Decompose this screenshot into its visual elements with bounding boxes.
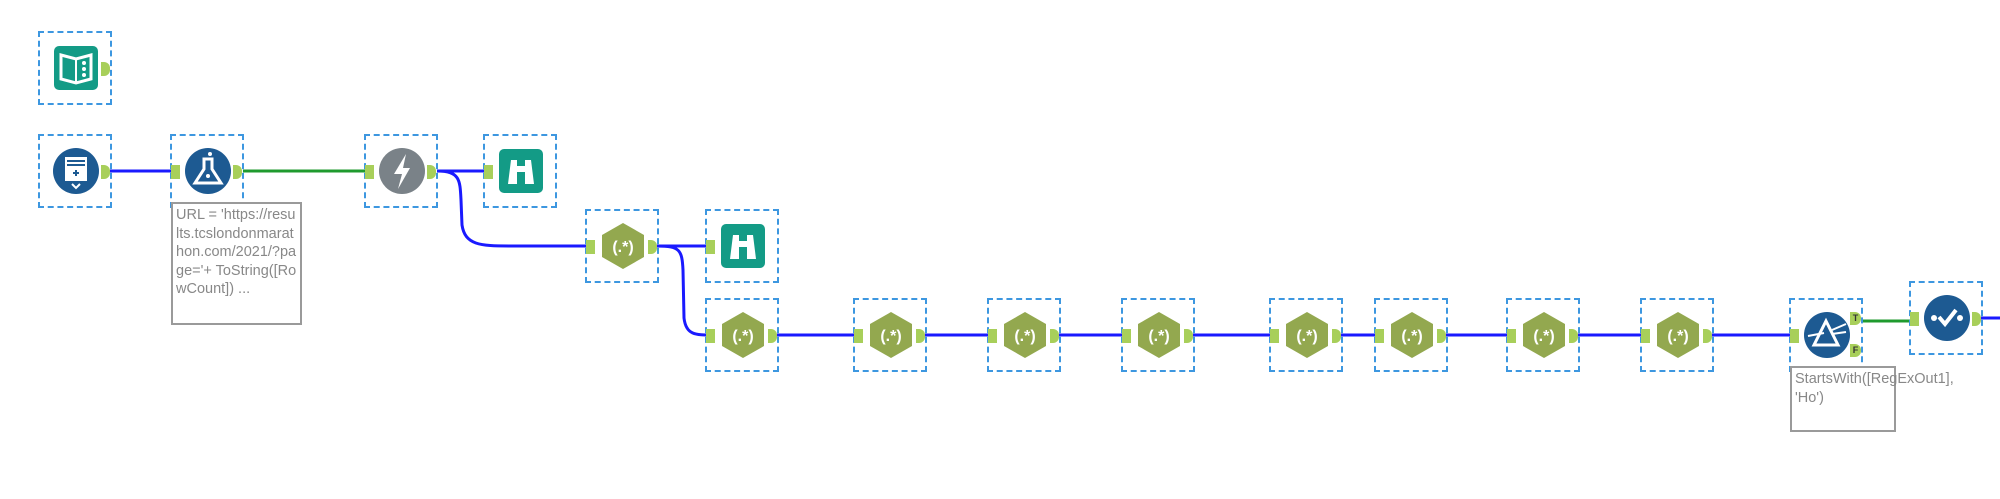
output-anchor[interactable]	[1703, 329, 1712, 343]
tool-regex-5[interactable]: (.*)	[1121, 298, 1195, 372]
tool-browse-2[interactable]	[705, 209, 779, 283]
output-anchor[interactable]	[648, 240, 657, 254]
input-anchor[interactable]	[706, 240, 715, 254]
input-anchor[interactable]	[586, 240, 595, 254]
text-input-icon	[53, 148, 99, 194]
binoculars-icon	[721, 224, 765, 268]
input-anchor[interactable]	[1641, 329, 1650, 343]
output-anchor[interactable]	[1972, 312, 1981, 326]
true-output-anchor[interactable]: T	[1850, 312, 1861, 325]
tool-regex-3[interactable]: (.*)	[853, 298, 927, 372]
output-anchor[interactable]	[427, 165, 436, 179]
tool-regex-6[interactable]: (.*)	[1269, 298, 1343, 372]
book-icon	[54, 46, 98, 90]
regex-label: (.*)	[880, 328, 901, 345]
input-anchor[interactable]	[484, 165, 493, 179]
input-anchor[interactable]	[1122, 329, 1131, 343]
output-anchor[interactable]	[233, 165, 242, 179]
output-anchor[interactable]	[916, 329, 925, 343]
tool-regex-1[interactable]: (.*)	[585, 209, 659, 283]
formula-annotation: URL = 'https://results.tcslondonmarathon…	[171, 202, 302, 325]
regex-hexagon-icon: (.*)	[1004, 312, 1046, 358]
output-anchor[interactable]	[1569, 329, 1578, 343]
regex-hexagon-icon: (.*)	[1391, 312, 1433, 358]
tool-dynamic-input[interactable]	[364, 134, 438, 208]
wire-regex-to-regex-chain[interactable]	[656, 244, 714, 337]
regex-label: (.*)	[612, 239, 633, 256]
regex-label: (.*)	[1401, 328, 1422, 345]
output-anchor[interactable]	[1050, 329, 1059, 343]
select-check-icon	[1924, 295, 1970, 341]
regex-hexagon-icon: (.*)	[1138, 312, 1180, 358]
input-anchor[interactable]	[1375, 329, 1384, 343]
wire-dynamic-to-regex[interactable]	[436, 169, 592, 248]
regex-label: (.*)	[1296, 328, 1317, 345]
output-anchor[interactable]	[101, 62, 110, 76]
input-anchor[interactable]	[1507, 329, 1516, 343]
formula-flask-icon	[185, 148, 231, 194]
regex-label: (.*)	[1014, 328, 1035, 345]
regex-label: (.*)	[1667, 328, 1688, 345]
input-anchor[interactable]	[365, 165, 374, 179]
regex-hexagon-icon: (.*)	[1286, 312, 1328, 358]
input-anchor[interactable]	[706, 329, 715, 343]
regex-label: (.*)	[732, 328, 753, 345]
tool-regex-7[interactable]: (.*)	[1374, 298, 1448, 372]
regex-hexagon-icon: (.*)	[722, 312, 764, 358]
input-anchor[interactable]	[1910, 312, 1919, 326]
tool-regex-4[interactable]: (.*)	[987, 298, 1061, 372]
false-output-anchor[interactable]: F	[1850, 344, 1861, 357]
regex-hexagon-icon: (.*)	[602, 223, 644, 269]
binoculars-icon	[499, 149, 543, 193]
output-anchor[interactable]	[1184, 329, 1193, 343]
tool-regex-2[interactable]: (.*)	[705, 298, 779, 372]
input-anchor[interactable]	[854, 329, 863, 343]
input-anchor[interactable]	[1270, 329, 1279, 343]
tool-formula[interactable]	[170, 134, 244, 208]
regex-hexagon-icon: (.*)	[870, 312, 912, 358]
input-anchor[interactable]	[171, 165, 180, 179]
output-anchor[interactable]	[1437, 329, 1446, 343]
tool-comment-book[interactable]	[38, 31, 112, 105]
regex-label: (.*)	[1533, 328, 1554, 345]
output-anchor[interactable]	[101, 165, 110, 179]
regex-label: (.*)	[1148, 328, 1169, 345]
regex-hexagon-icon: (.*)	[1657, 312, 1699, 358]
lightning-icon	[379, 148, 425, 194]
filter-prism-icon	[1804, 312, 1850, 358]
tool-select[interactable]	[1909, 281, 1983, 355]
tool-regex-8[interactable]: (.*)	[1506, 298, 1580, 372]
filter-annotation: StartsWith([RegExOut1], 'Ho')	[1790, 366, 1954, 432]
tool-filter[interactable]: T F	[1789, 298, 1863, 372]
regex-hexagon-icon: (.*)	[1523, 312, 1565, 358]
tool-browse-1[interactable]	[483, 134, 557, 208]
tool-text-input[interactable]	[38, 134, 112, 208]
input-anchor[interactable]	[1790, 329, 1799, 343]
tool-regex-9[interactable]: (.*)	[1640, 298, 1714, 372]
output-anchor[interactable]	[768, 329, 777, 343]
input-anchor[interactable]	[988, 329, 997, 343]
output-anchor[interactable]	[1332, 329, 1341, 343]
